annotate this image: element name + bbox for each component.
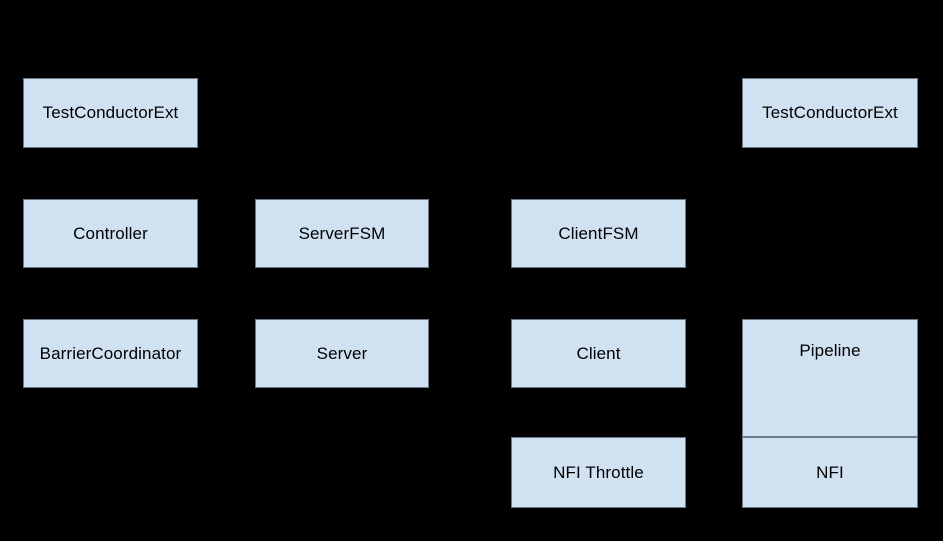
node-label: Controller xyxy=(73,223,148,243)
node-label: Server xyxy=(316,343,368,363)
node-nfi-throttle[interactable]: NFI Throttle xyxy=(511,437,686,508)
node-server[interactable]: Server xyxy=(255,319,429,388)
node-nfi[interactable]: NFI xyxy=(742,437,918,508)
node-client[interactable]: Client xyxy=(511,319,686,388)
node-pipeline[interactable]: Pipeline xyxy=(742,319,918,437)
node-controller[interactable]: Controller xyxy=(23,199,198,268)
node-label: ServerFSM xyxy=(298,223,386,243)
node-server-fsm[interactable]: ServerFSM xyxy=(255,199,429,268)
node-test-conductor-ext-right[interactable]: TestConductorExt xyxy=(742,78,918,148)
node-label: BarrierCoordinator xyxy=(39,343,182,363)
node-label: NFI xyxy=(816,462,844,482)
node-label: NFI Throttle xyxy=(553,462,644,482)
node-label: ClientFSM xyxy=(558,223,639,243)
node-test-conductor-ext-left[interactable]: TestConductorExt xyxy=(23,78,198,148)
node-barrier-coordinator[interactable]: BarrierCoordinator xyxy=(23,319,198,388)
node-label: TestConductorExt xyxy=(762,103,898,122)
node-client-fsm[interactable]: ClientFSM xyxy=(511,199,686,268)
node-label: TestConductorExt xyxy=(42,103,179,122)
node-label: Pipeline xyxy=(799,341,861,360)
node-label: Client xyxy=(576,343,621,363)
